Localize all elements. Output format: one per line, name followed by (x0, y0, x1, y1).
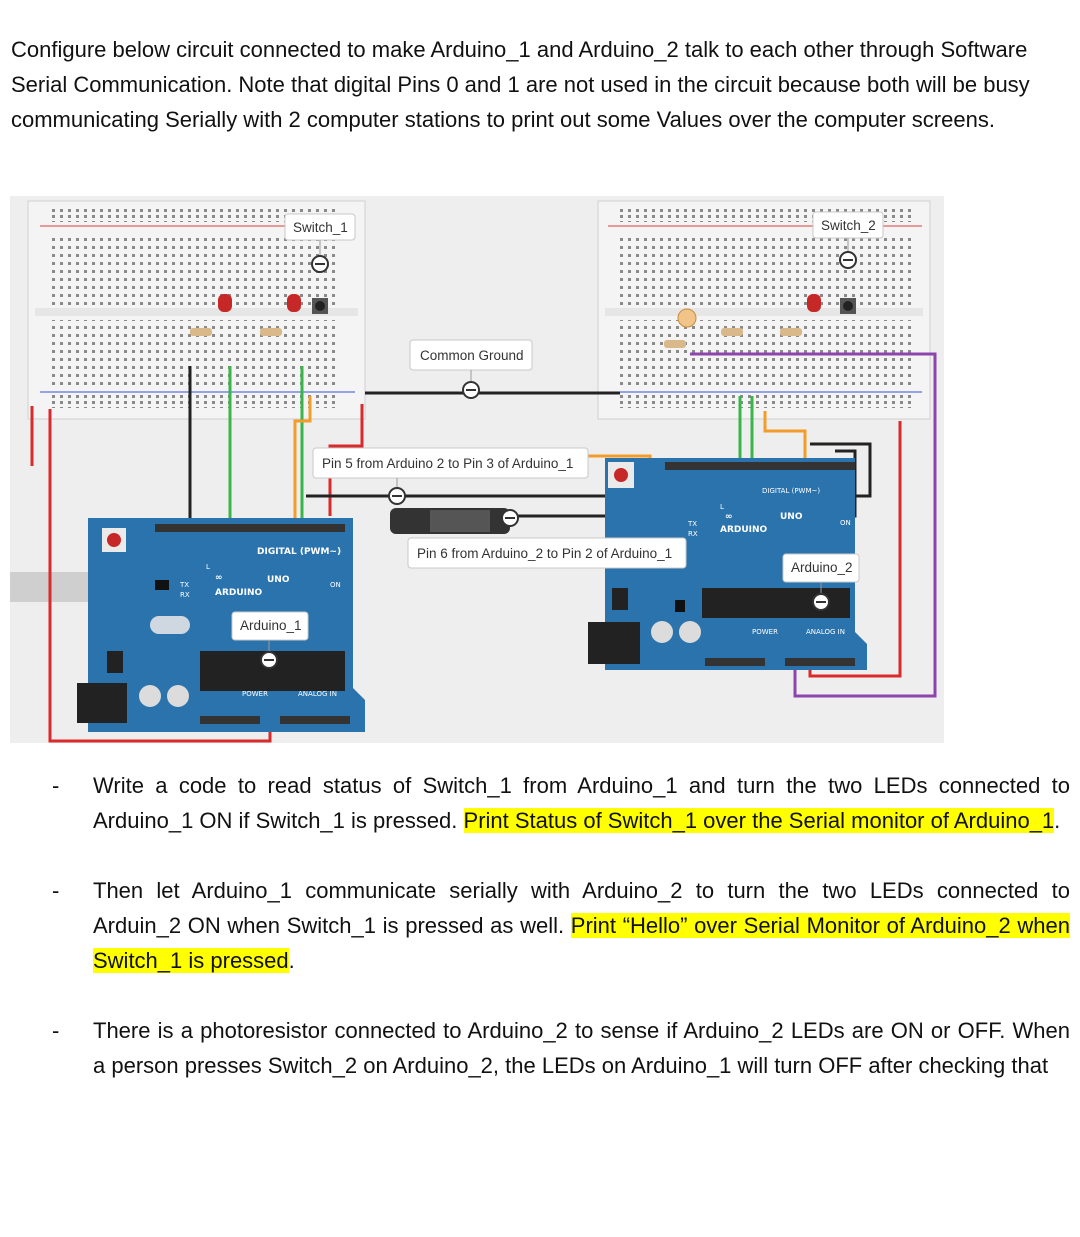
task-1-highlight: Print Status of Switch_1 over the Serial… (463, 808, 1055, 833)
arduino-1-uno-text: UNO (267, 575, 290, 585)
arduino-2-rx-text: RX (688, 530, 698, 538)
bullet-dash: - (52, 878, 60, 903)
task-2-tail: . (288, 948, 295, 973)
breadboard-2 (597, 200, 931, 420)
label-switch-2: Switch_2 (812, 211, 884, 269)
arduino-2-power-text: POWER (752, 628, 778, 636)
svg-text:Pin 6 from Arduino_2 to Pin 2: Pin 6 from Arduino_2 to Pin 2 of Arduino… (417, 546, 672, 561)
arduino-1-digital-text: DIGITAL (PWM~) (257, 547, 341, 557)
svg-text:Arduino_2: Arduino_2 (791, 560, 853, 575)
task-2-text: Then let Arduino_1 communicate serially … (93, 878, 1070, 938)
label-common-ground: Common Ground (409, 339, 533, 399)
svg-text:Common Ground: Common Ground (420, 348, 524, 363)
task-1-text: Write a code to read status of Switch_1 … (93, 773, 1070, 833)
label-pin5: Pin 5 from Arduino 2 to Pin 3 of Arduino… (312, 447, 589, 505)
bullet-dash: - (52, 773, 60, 798)
arduino-2-on-text: ON (840, 519, 851, 527)
label-switch-1: Switch_1 (284, 213, 356, 273)
arduino-1-logo-text: ∞ (215, 573, 223, 583)
intro-paragraph: Configure below circuit connected to mak… (11, 37, 1030, 132)
arduino-1-board: DIGITAL (PWM~) ∞ UNO ARDUINO POWER ANALO… (77, 518, 365, 732)
arduino-2-uno-text: UNO (780, 512, 803, 522)
arduino-2-digital-text: DIGITAL (PWM~) (762, 487, 820, 495)
arduino-1-l-text: L (206, 563, 210, 571)
svg-text:Pin 5 from Arduino 2 to Pin 3: Pin 5 from Arduino 2 to Pin 3 of Arduino… (322, 456, 573, 471)
arduino-2-analog-text: ANALOG IN (806, 628, 845, 636)
leds-and-resistors-2 (664, 294, 856, 348)
svg-text:Arduino_1: Arduino_1 (240, 618, 302, 633)
task-1-tail: . (1054, 808, 1061, 833)
arduino-1-rx-text: RX (180, 591, 190, 599)
task-item-1: - Write a code to read status of Switch_… (0, 768, 1080, 838)
arduino-1-on-text: ON (330, 581, 341, 589)
task-item-3: - There is a photoresistor connected to … (0, 1013, 1080, 1083)
svg-text:Switch_1: Switch_1 (293, 220, 348, 235)
leds-and-resistors-1 (190, 294, 328, 336)
task-3-text: There is a photoresistor connected to Ar… (93, 1018, 1070, 1078)
arduino-1-brand-text: ARDUINO (215, 588, 263, 598)
jumper-connector-inner (430, 510, 490, 532)
arduino-2-logo-text: ∞ (725, 512, 733, 522)
task-item-2: - Then let Arduino_1 communicate seriall… (0, 873, 1080, 978)
label-arduino-1: Arduino_1 (231, 611, 309, 669)
svg-text:Switch_2: Switch_2 (821, 218, 876, 233)
arduino-2-l-text: L (720, 503, 724, 511)
task-list: - Write a code to read status of Switch_… (0, 768, 1080, 1118)
label-arduino-2: Arduino_2 (782, 553, 860, 611)
label-pin6: Pin 6 from Arduino_2 to Pin 2 of Arduino… (407, 537, 687, 569)
arduino-1-analog-text: ANALOG IN (298, 690, 337, 698)
arduino-1-power-text: POWER (242, 690, 268, 698)
circuit-diagram: DIGITAL (PWM~) ∞ UNO ARDUINO POWER ANALO… (10, 196, 944, 743)
arduino-2-brand-text: ARDUINO (720, 525, 768, 535)
arduino-2-tx-text: TX (687, 520, 697, 528)
bullet-dash: - (52, 1018, 60, 1043)
arduino-1-tx-text: TX (179, 581, 189, 589)
